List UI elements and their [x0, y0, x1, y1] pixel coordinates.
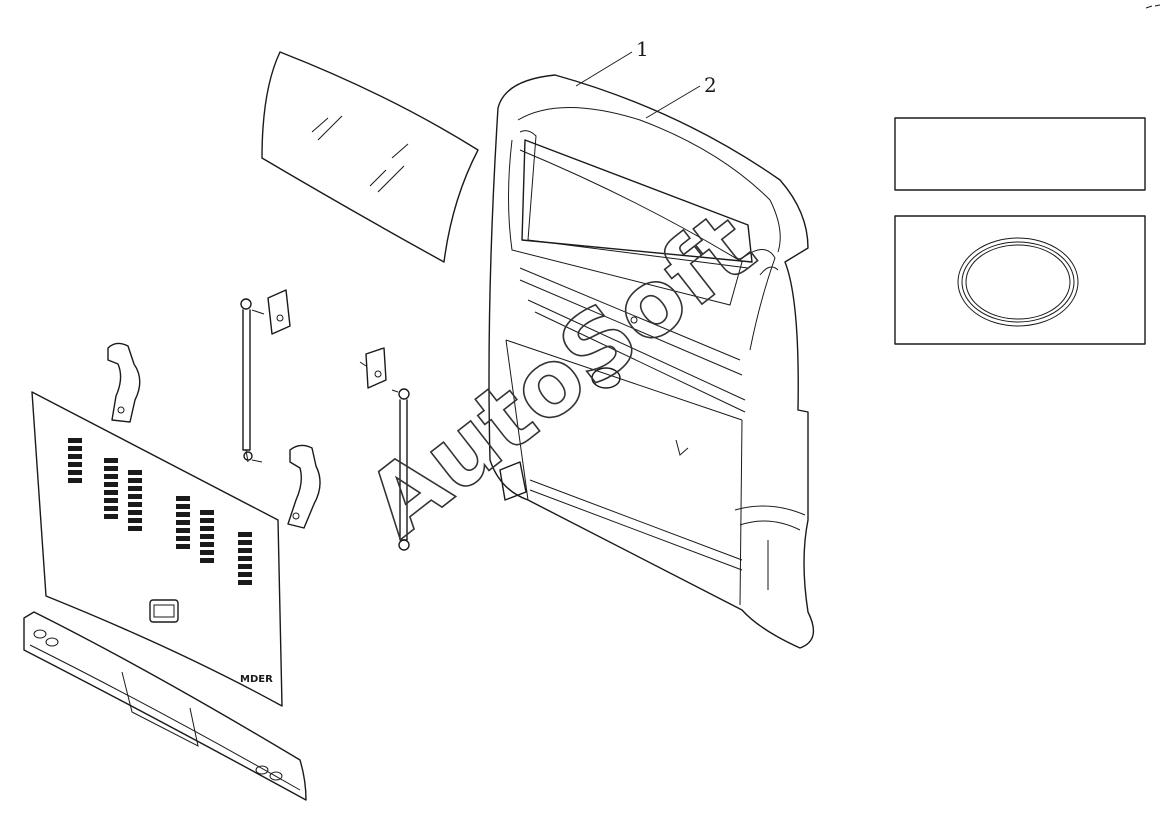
- vent-slot: [128, 518, 142, 523]
- vent-slot: [176, 504, 190, 509]
- vent-slot: [128, 502, 142, 507]
- vent-slot: [104, 498, 118, 503]
- vent-slot: [68, 478, 82, 483]
- vent-slot: [200, 526, 214, 531]
- vent-slot: [238, 532, 252, 537]
- corner-mark: [1145, 4, 1161, 9]
- vent-slot: [200, 542, 214, 547]
- panel-badge: MDER: [240, 674, 273, 685]
- vent-slot: [128, 470, 142, 475]
- vent-slot: [176, 536, 190, 541]
- callout-label-2: 2: [704, 73, 717, 97]
- vent-slot: [128, 510, 142, 515]
- inset-box-blank: [894, 117, 1146, 191]
- vent-slot: [238, 540, 252, 545]
- hinge-right: [287, 444, 321, 529]
- vent-slot: [176, 528, 190, 533]
- vent-slot: [200, 518, 214, 523]
- vent-slot: [176, 496, 190, 501]
- vent-slot: [176, 512, 190, 517]
- vent-slot: [200, 510, 214, 515]
- callout-2: 2: [645, 73, 717, 119]
- vent-slot: [104, 506, 118, 511]
- hinge-left: [107, 342, 141, 423]
- vent-slot: [128, 526, 142, 531]
- vent-slot: [104, 466, 118, 471]
- rear-body-panel: [488, 74, 815, 649]
- vent-slot: [68, 438, 82, 443]
- vent-slot: [104, 458, 118, 463]
- vent-slot: [104, 482, 118, 487]
- callout-1: 1: [575, 37, 649, 87]
- vent-slot: [200, 558, 214, 563]
- vent-slot: [68, 462, 82, 467]
- vent-slot: [68, 446, 82, 451]
- gas-strut-right: [391, 388, 410, 551]
- lower-trim-strip: [23, 611, 307, 801]
- gas-strut-left: [240, 298, 265, 463]
- vent-slot: [104, 514, 118, 519]
- watermark: AutoSoft: [348, 191, 774, 557]
- vent-slot: [238, 580, 252, 585]
- vent-slot: [238, 564, 252, 569]
- tailgate-grille-panel: MDER: [31, 391, 283, 707]
- strut-bracket-upper: [267, 289, 291, 335]
- vent-slot: [238, 572, 252, 577]
- vent-slot: [68, 454, 82, 459]
- vent-slot: [128, 486, 142, 491]
- rear-window-glass: [261, 51, 479, 263]
- inset-box-seal-ring: [894, 215, 1146, 345]
- vent-slot: [68, 470, 82, 475]
- vent-slot: [128, 478, 142, 483]
- callout-label-1: 1: [636, 37, 649, 61]
- strut-bracket-lower: [359, 347, 387, 389]
- vent-slot: [238, 548, 252, 553]
- vent-slot: [176, 544, 190, 549]
- vent-slot: [176, 520, 190, 525]
- vent-slot: [128, 494, 142, 499]
- vent-slot: [200, 550, 214, 555]
- vent-slot: [200, 534, 214, 539]
- vent-slot: [104, 474, 118, 479]
- vent-slot: [104, 490, 118, 495]
- vent-slot: [238, 556, 252, 561]
